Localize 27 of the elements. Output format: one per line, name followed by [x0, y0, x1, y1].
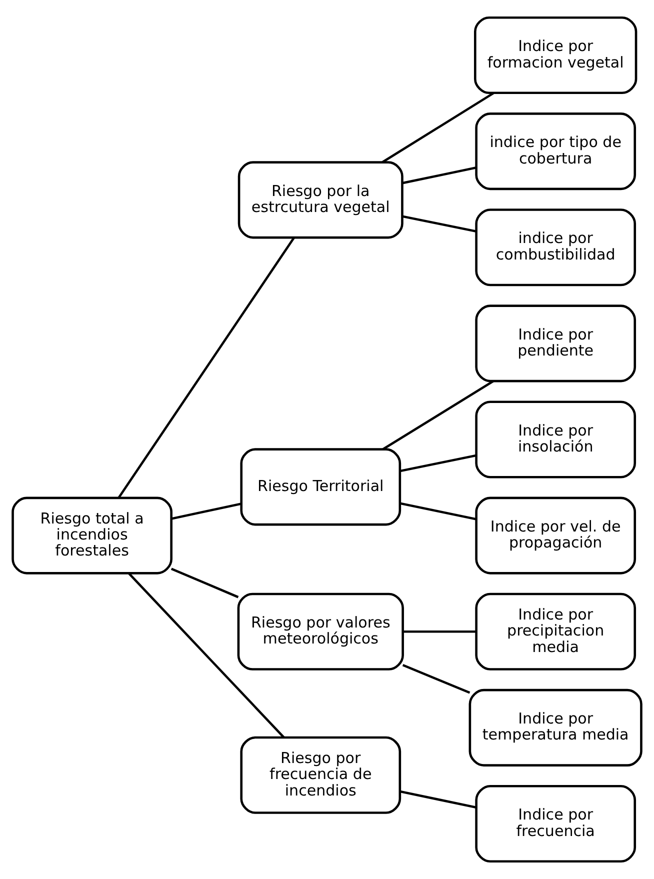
connector	[400, 790, 476, 808]
node-box: Indice por temperatura media	[468, 688, 642, 766]
node-box: Indice por formacion vegetal	[474, 16, 638, 94]
node-box: Indice por pendiente	[475, 304, 636, 382]
connector	[170, 568, 239, 598]
node-box: Riesgo Territorial	[240, 448, 402, 526]
node-box: Indice por frecuencia	[475, 784, 636, 863]
connector	[118, 236, 296, 498]
node-box: indice por tipo de cobertura	[475, 112, 636, 190]
connector	[382, 92, 494, 164]
connector	[402, 630, 476, 633]
connector	[400, 454, 476, 472]
connector	[400, 502, 476, 520]
connector	[382, 380, 494, 450]
connector	[402, 215, 476, 233]
node-box: Indice por insolación	[475, 400, 636, 478]
node-box: Riesgo total a incendios forestales	[12, 496, 172, 574]
node-box: Riesgo por valores meteorológicos	[237, 592, 404, 670]
node-box: Riesgo por frecuencia de incendios	[240, 736, 402, 814]
connector	[171, 502, 242, 520]
connector	[402, 664, 470, 694]
connector	[402, 166, 476, 184]
connector	[128, 572, 285, 738]
node-box: Riesgo por la estrcutura vegetal	[238, 161, 404, 239]
node-box: indice por combustibilidad	[475, 208, 636, 286]
node-box: Indice por precipitacion media	[475, 592, 636, 670]
node-box: Indice por vel. de propagación	[475, 496, 636, 574]
